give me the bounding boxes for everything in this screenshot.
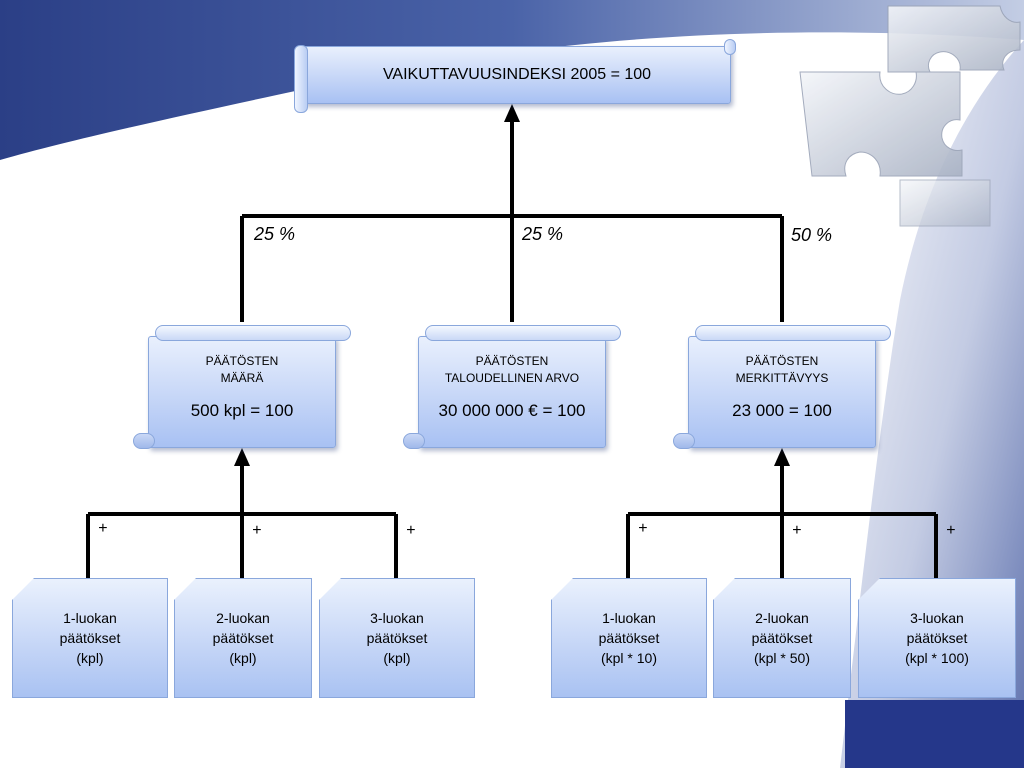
index-title-scroll: VAIKUTTAVUUSINDEKSI 2005 = 100 <box>294 39 736 113</box>
card-line2: päätökset <box>366 630 428 646</box>
plus-sign: + <box>98 520 108 537</box>
card-line3: (kpl * 50) <box>753 650 811 666</box>
bottom-right-block <box>845 700 1024 768</box>
component-value: 23 000 = 100 <box>732 401 832 420</box>
decision-class-card: 3-luokan päätökset (kpl * 100) <box>858 578 1016 698</box>
card-line2: päätökset <box>59 630 121 646</box>
top-swoosh <box>0 0 1024 160</box>
plus-sign: + <box>252 522 262 539</box>
scroll-roll-top <box>695 325 891 341</box>
card-line1: 3-luokan <box>910 610 964 626</box>
scroll-curl-right <box>724 39 736 55</box>
component-title-line2: MÄÄRÄ <box>220 371 264 385</box>
scroll-roll-top <box>155 325 351 341</box>
arrowhead-top <box>504 104 520 122</box>
component-title-line1: PÄÄTÖSTEN <box>205 354 279 368</box>
card-line2: päätökset <box>598 630 660 646</box>
card-line2: päätökset <box>906 630 968 646</box>
weight-label-3: 50 % <box>791 225 833 245</box>
component-title-line2: MERKITTÄVYYS <box>735 371 829 385</box>
weight-label-1: 25 % <box>254 224 296 244</box>
weight-label-2: 25 % <box>522 224 564 244</box>
arrowhead-right <box>774 448 790 466</box>
component-scroll-count: PÄÄTÖSTEN MÄÄRÄ 500 kpl = 100 <box>133 325 351 449</box>
arrowhead-left <box>234 448 250 466</box>
component-value: 500 kpl = 100 <box>190 401 294 420</box>
component-scroll-significance: PÄÄTÖSTEN MERKITTÄVYYS 23 000 = 100 <box>673 325 891 449</box>
component-value: 30 000 000 € = 100 <box>438 401 586 420</box>
card-line3: (kpl) <box>383 650 411 666</box>
decision-class-card: 3-luokan päätökset (kpl) <box>319 578 475 698</box>
scroll-curl-bottom <box>133 433 155 449</box>
decision-class-card: 2-luokan päätökset (kpl * 50) <box>713 578 851 698</box>
component-title-line1: PÄÄTÖSTEN <box>745 354 819 368</box>
component-title-line1: PÄÄTÖSTEN <box>475 354 549 368</box>
component-title-line2: TALOUDELLINEN ARVO <box>444 371 580 385</box>
component-scroll-economic-value: PÄÄTÖSTEN TALOUDELLINEN ARVO 30 000 000 … <box>403 325 621 449</box>
scroll-roll-top <box>425 325 621 341</box>
puzzle-pieces-icon <box>799 5 1021 227</box>
plus-sign: + <box>792 522 802 539</box>
card-line2: päätökset <box>212 630 274 646</box>
scroll-curl-left <box>294 45 308 113</box>
plus-sign: + <box>638 520 648 537</box>
index-title: VAIKUTTAVUUSINDEKSI 2005 = 100 <box>382 66 652 83</box>
plus-sign: + <box>946 522 956 539</box>
card-line3: (kpl * 10) <box>600 650 658 666</box>
scroll-curl-bottom <box>673 433 695 449</box>
card-line1: 2-luokan <box>755 610 809 626</box>
decision-class-card: 2-luokan päätökset (kpl) <box>174 578 312 698</box>
decision-class-card: 1-luokan päätökset (kpl * 10) <box>551 578 707 698</box>
card-line3: (kpl * 100) <box>905 650 969 666</box>
card-line1: 3-luokan <box>370 610 424 626</box>
card-line3: (kpl) <box>229 650 257 666</box>
card-line3: (kpl) <box>76 650 104 666</box>
card-line1: 2-luokan <box>216 610 270 626</box>
card-line1: 1-luokan <box>602 610 656 626</box>
card-line1: 1-luokan <box>63 610 117 626</box>
card-line2: päätökset <box>751 630 813 646</box>
scroll-curl-bottom <box>403 433 425 449</box>
decision-class-card: 1-luokan päätökset (kpl) <box>12 578 168 698</box>
plus-sign: + <box>406 522 416 539</box>
